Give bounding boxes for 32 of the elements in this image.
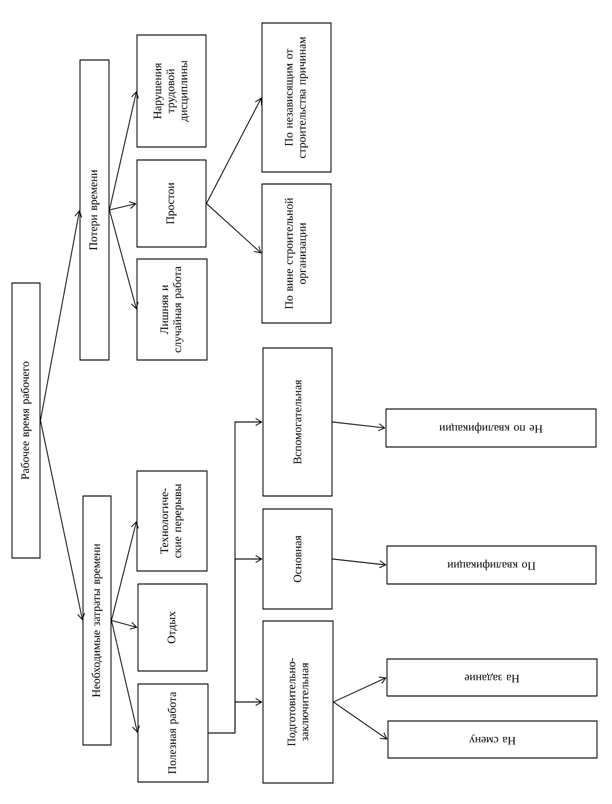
box: Технологиче- ские перерывы [136,470,208,572]
arrow [40,210,82,421]
box: Вспомогательная [262,348,332,496]
box: На задание [386,658,598,696]
box: Необходимые затраты времени [82,496,112,746]
box: По вине строительной организации [262,184,332,324]
box: На смену [388,720,598,758]
arrow [111,620,138,630]
arrow [333,702,388,740]
arrow [332,558,387,568]
arrow [332,422,386,432]
box: Простои [136,160,206,248]
box: Потери времени [80,60,110,360]
arrow [206,98,262,204]
box: По квалификации [386,546,596,584]
arrow [333,676,387,702]
arrow [206,203,262,254]
box: Нарушения трудовой дисциплины [136,34,206,148]
arrow [109,201,137,210]
box: Основная [262,508,332,610]
box: Подготовительно- заключительная [262,620,334,784]
arrow [40,420,85,620]
box: Лишняя и случайная работа [136,258,208,360]
box: По независящим от строительства причинам [262,22,332,172]
arrow [109,91,139,210]
arrow [109,210,139,310]
arrow [111,521,139,621]
box: Не по квалификации [386,408,596,448]
box: Отдых [138,584,208,672]
box: Рабочее время рабочего [12,282,40,558]
box: Полезная работа [138,684,208,782]
arrow [111,620,140,733]
